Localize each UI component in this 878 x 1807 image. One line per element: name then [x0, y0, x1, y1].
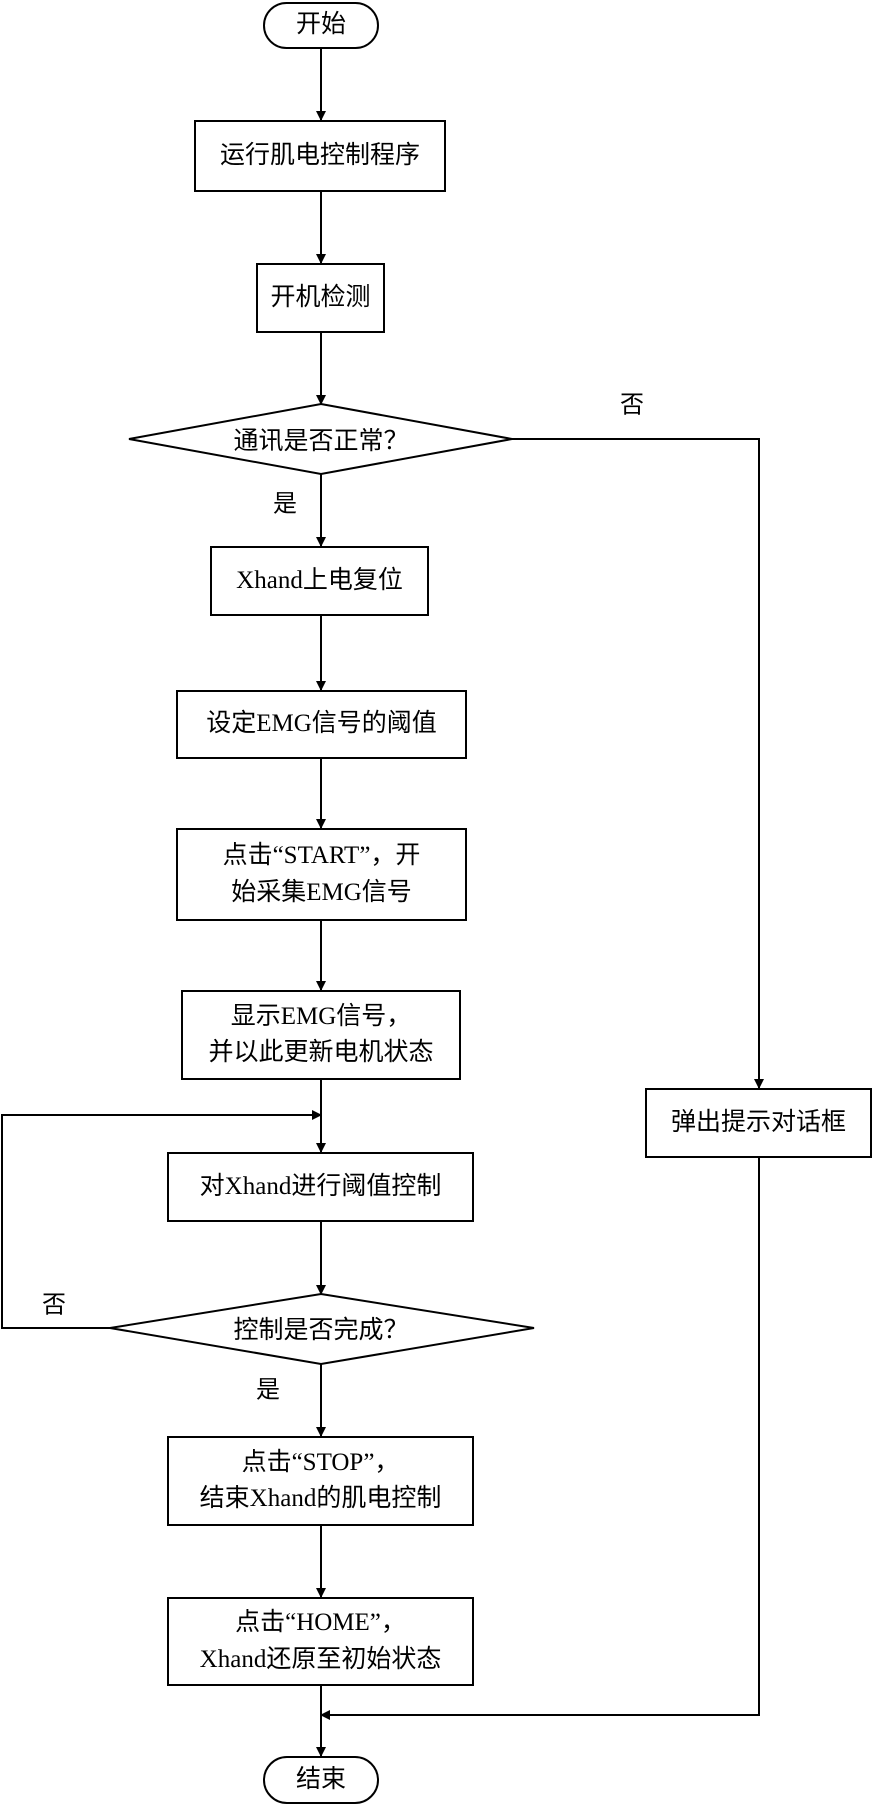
set-threshold-box: 设定EMG信号的阈值: [176, 690, 467, 759]
comm-yes-label: 是: [273, 491, 297, 518]
click-stop-box: 点击“STOP”， 结束Xhand的肌电控制: [167, 1436, 474, 1526]
done-yes-label: 是: [256, 1377, 280, 1404]
loop-back-no: [1, 1110, 322, 1329]
dialog-box: 弹出提示对话框: [645, 1088, 872, 1158]
click-start-box: 点击“START”，开 始采集EMG信号: [176, 828, 467, 921]
run-program-box: 运行肌电控制程序: [194, 120, 446, 192]
end-terminal: 结束: [263, 1756, 379, 1804]
power-check-box: 开机检测: [256, 263, 385, 333]
click-home-box: 点击“HOME”， Xhand还原至初始状态: [167, 1597, 474, 1686]
decision-done-label: 控制是否完成？: [233, 1317, 409, 1344]
decision-comm-label: 通讯是否正常？: [233, 428, 409, 455]
comm-no-label: 否: [620, 392, 644, 419]
start-terminal: 开始: [263, 2, 379, 49]
arrow-dialog-end: [320, 1158, 760, 1720]
threshold-control-box: 对Xhand进行阈值控制: [167, 1152, 474, 1222]
show-emg-box: 显示EMG信号， 并以此更新电机状态: [181, 990, 461, 1080]
arrow-comm-no-dialog: [512, 438, 764, 1089]
done-no-label: 否: [42, 1292, 66, 1319]
power-reset-box: Xhand上电复位: [210, 546, 429, 616]
